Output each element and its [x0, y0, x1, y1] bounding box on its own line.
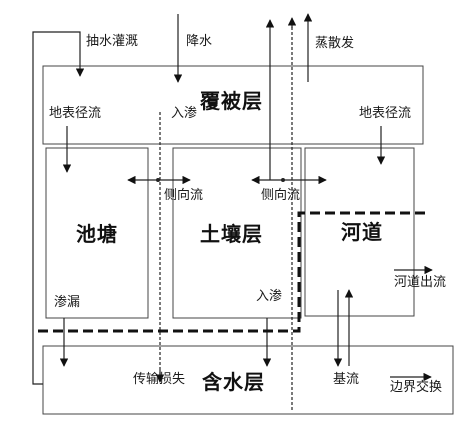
canopy-layer-title: 覆被层 [200, 89, 263, 113]
aquifer-layer-title: 含水层 [202, 370, 265, 394]
lateral-flow-right-label: 侧向流 [261, 188, 301, 203]
river-outflow-label: 河道出流 [394, 275, 447, 290]
dashed-boundary [38, 211, 427, 333]
canopy-layer-box [42, 65, 424, 145]
baseflow-label: 基流 [333, 372, 360, 387]
aquifer-layer-box [42, 345, 454, 415]
river-box [304, 147, 415, 317]
lateral-flow-right-node [281, 178, 285, 182]
lateral-flow-left-node [156, 178, 160, 182]
precipitation-label: 降水 [186, 34, 213, 49]
pond-box [45, 147, 149, 319]
river-title: 河道 [341, 220, 383, 244]
soil-layer-title: 土壤层 [200, 222, 263, 246]
evaporation-label: 蒸散发 [315, 36, 355, 51]
surface-runoff-left-label: 地表径流 [49, 106, 102, 121]
pond-title: 池塘 [76, 222, 118, 246]
lateral-flow-left-label: 侧向流 [164, 188, 204, 203]
seepage-label: 渗漏 [54, 295, 81, 310]
irrigation-pumping-loop [32, 31, 85, 385]
infiltration-top-label: 入渗 [171, 106, 198, 121]
irrigation-pumping-label: 抽水灌溉 [86, 34, 139, 49]
soil-layer-box [172, 147, 302, 319]
boundary-exchange-label: 边界交换 [390, 380, 443, 395]
infiltration-bottom-label: 入渗 [256, 289, 283, 304]
surface-runoff-right-label: 地表径流 [359, 106, 412, 121]
transmission-loss-label: 传输损失 [133, 372, 186, 387]
